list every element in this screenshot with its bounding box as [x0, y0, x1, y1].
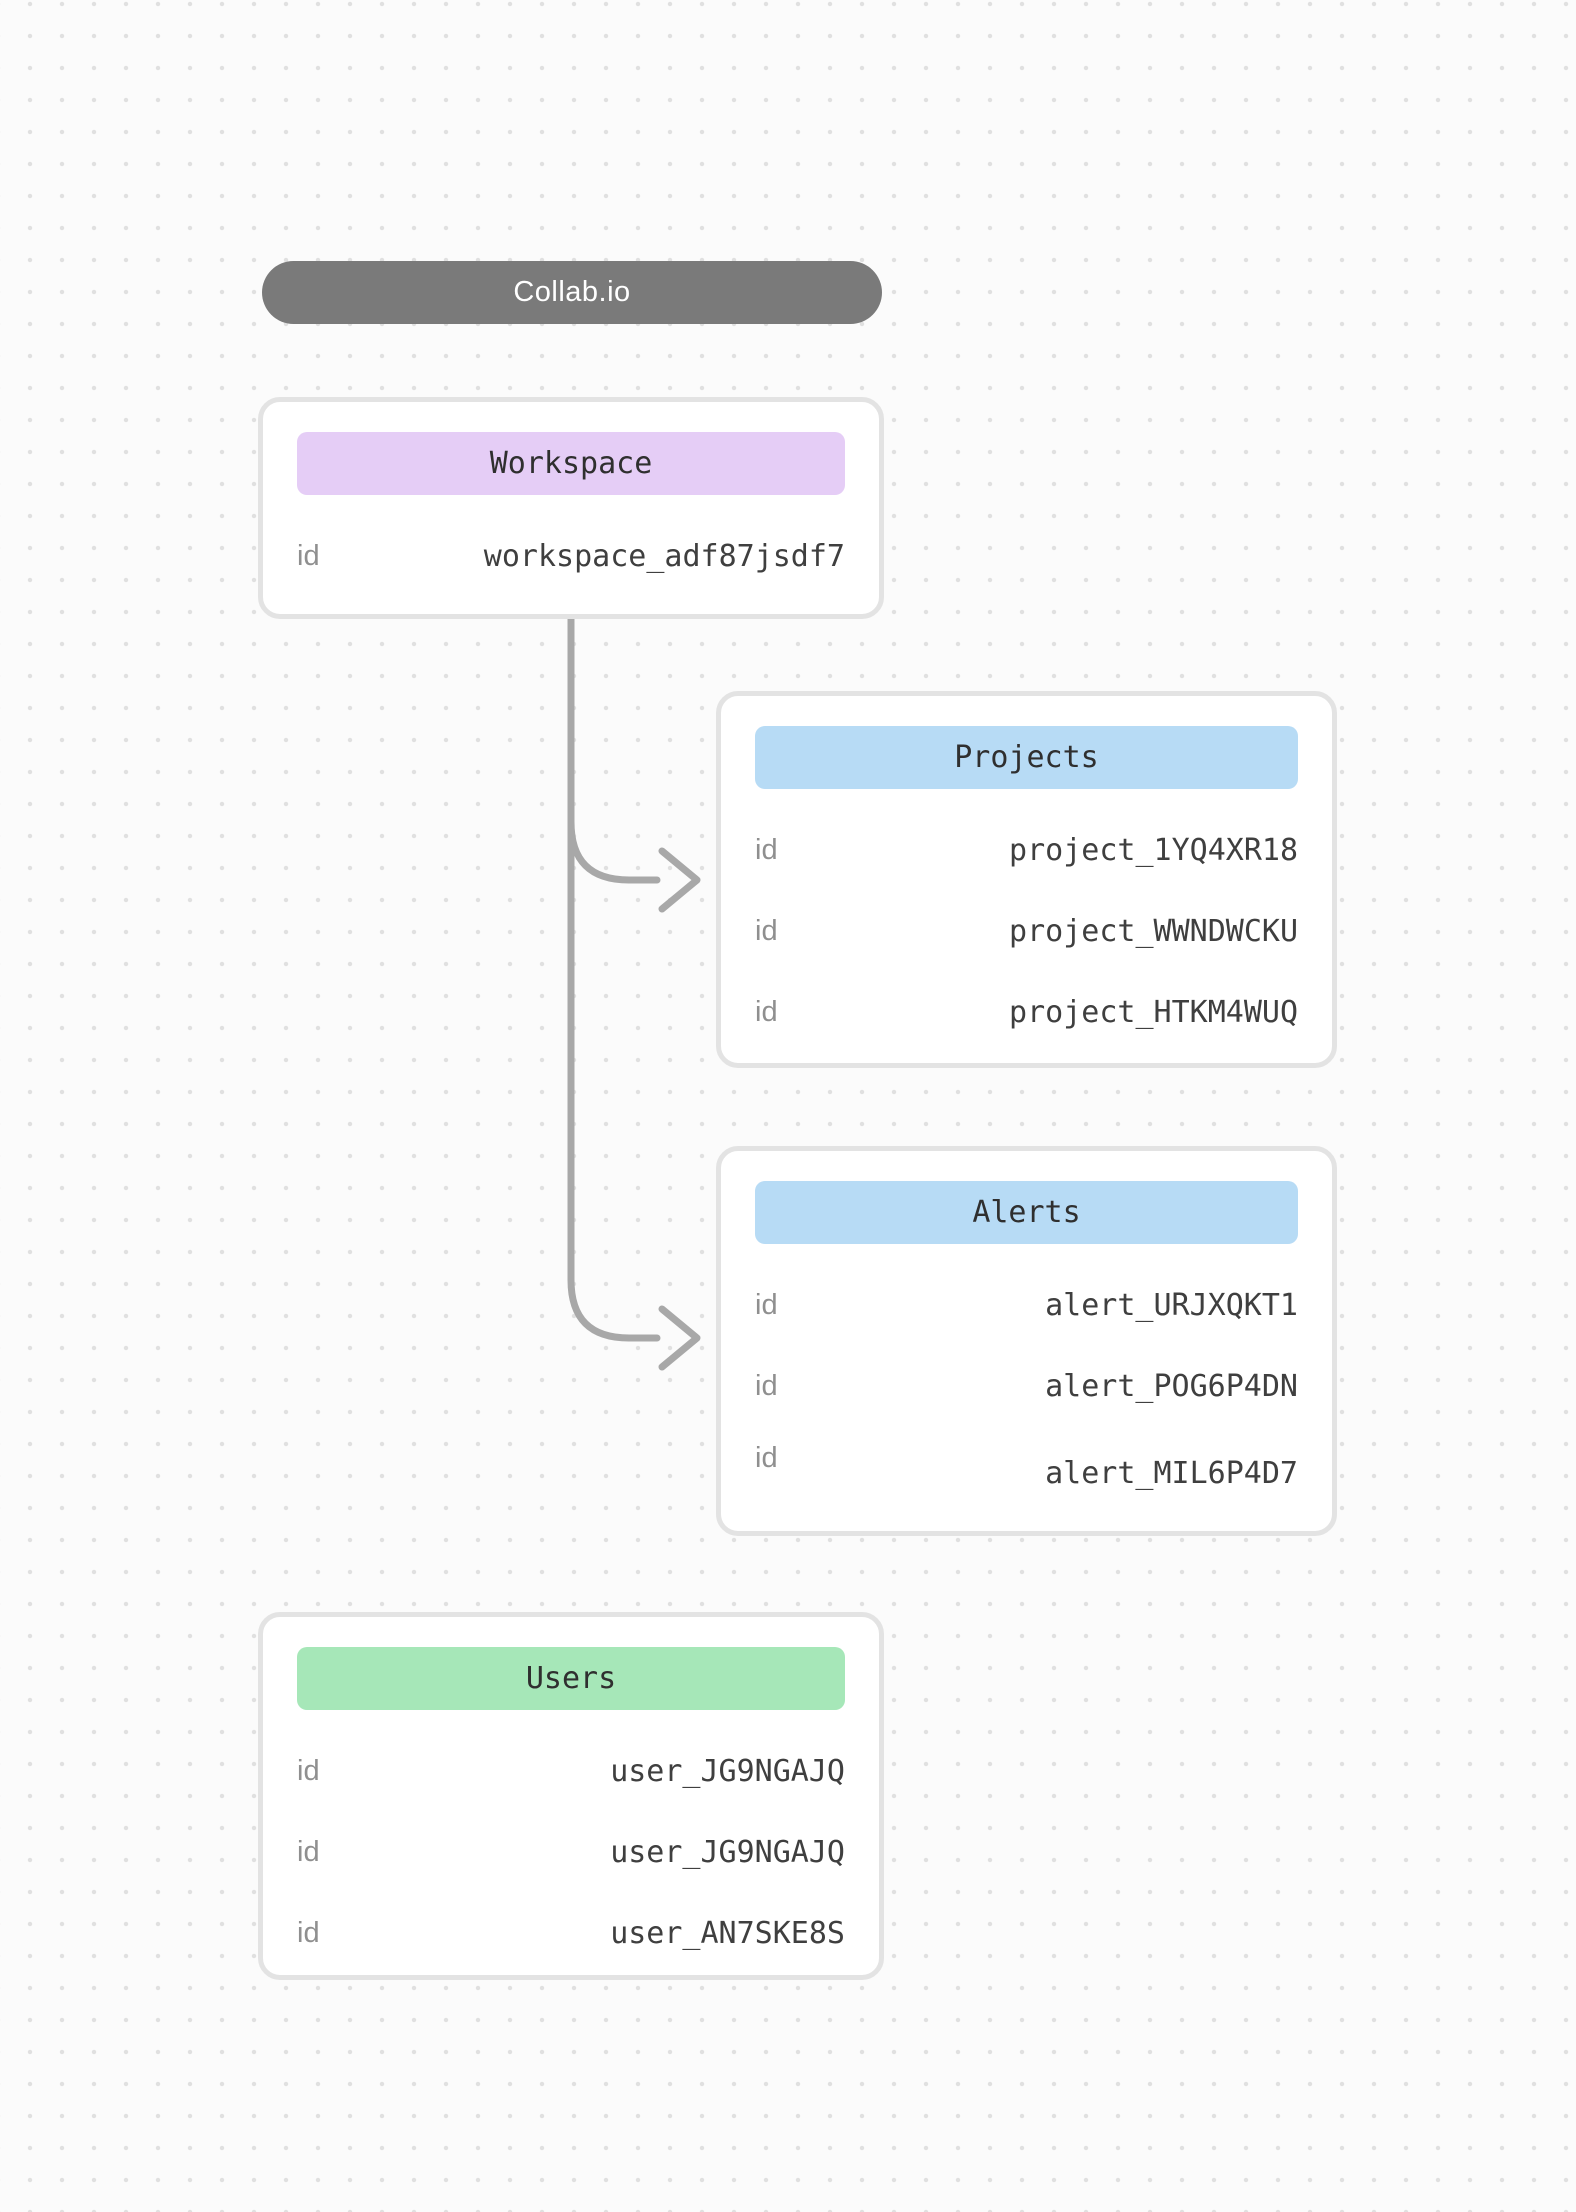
field-row: id project_WWNDWCKU [755, 899, 1298, 963]
projects-fields: id project_1YQ4XR18 id project_WWNDWCKU … [755, 818, 1298, 1044]
field-value: user_JG9NGAJQ [610, 1753, 845, 1789]
field-label: id [297, 1916, 320, 1949]
alerts-fields: id alert_URJXQKT1 id alert_POG6P4DN id a… [755, 1273, 1298, 1499]
workspace-fields: id workspace_adf87jsdf7 [297, 524, 845, 588]
alerts-node[interactable]: Alerts id alert_URJXQKT1 id alert_POG6P4… [716, 1146, 1337, 1536]
field-label: id [297, 1754, 320, 1787]
field-label: id [297, 539, 320, 572]
field-row: id alert_POG6P4DN [755, 1354, 1298, 1418]
workspace-node-header: Workspace [297, 432, 845, 495]
field-row: id workspace_adf87jsdf7 [297, 524, 845, 588]
field-value: user_AN7SKE8S [610, 1915, 845, 1951]
field-label: id [755, 914, 778, 947]
projects-node-header: Projects [755, 726, 1298, 789]
field-value: project_1YQ4XR18 [1009, 832, 1298, 868]
field-row: id project_HTKM4WUQ [755, 980, 1298, 1044]
field-value: workspace_adf87jsdf7 [483, 538, 845, 574]
connector-workspace-to-alerts [567, 609, 661, 1342]
field-row: id project_1YQ4XR18 [755, 818, 1298, 882]
alerts-node-header: Alerts [755, 1181, 1298, 1244]
field-label: id [755, 1441, 778, 1474]
app-title-pill[interactable]: Collab.io [262, 261, 882, 324]
users-node-header: Users [297, 1647, 845, 1710]
field-row: id alert_MIL6P4D7 [755, 1435, 1298, 1499]
field-value: project_WWNDWCKU [1009, 913, 1298, 949]
field-value: project_HTKM4WUQ [1009, 994, 1298, 1030]
field-value: alert_POG6P4DN [1045, 1368, 1298, 1404]
field-row: id alert_URJXQKT1 [755, 1273, 1298, 1337]
arrowhead-icon [658, 847, 701, 913]
projects-node[interactable]: Projects id project_1YQ4XR18 id project_… [716, 691, 1337, 1068]
field-row: id user_JG9NGAJQ [297, 1820, 845, 1884]
field-label: id [755, 833, 778, 866]
field-label: id [755, 1369, 778, 1402]
field-label: id [755, 995, 778, 1028]
field-label: id [755, 1288, 778, 1321]
users-node[interactable]: Users id user_JG9NGAJQ id user_JG9NGAJQ … [258, 1612, 884, 1980]
users-fields: id user_JG9NGAJQ id user_JG9NGAJQ id use… [297, 1739, 845, 1965]
field-label: id [297, 1835, 320, 1868]
connector-workspace-to-projects [567, 609, 661, 884]
field-value: user_JG9NGAJQ [610, 1834, 845, 1870]
field-row: id user_JG9NGAJQ [297, 1739, 845, 1803]
field-value: alert_URJXQKT1 [1045, 1287, 1298, 1323]
workspace-node[interactable]: Workspace id workspace_adf87jsdf7 [258, 397, 884, 619]
arrowhead-icon [658, 1305, 701, 1371]
field-value: alert_MIL6P4D7 [1045, 1455, 1298, 1491]
field-row: id user_AN7SKE8S [297, 1901, 845, 1965]
